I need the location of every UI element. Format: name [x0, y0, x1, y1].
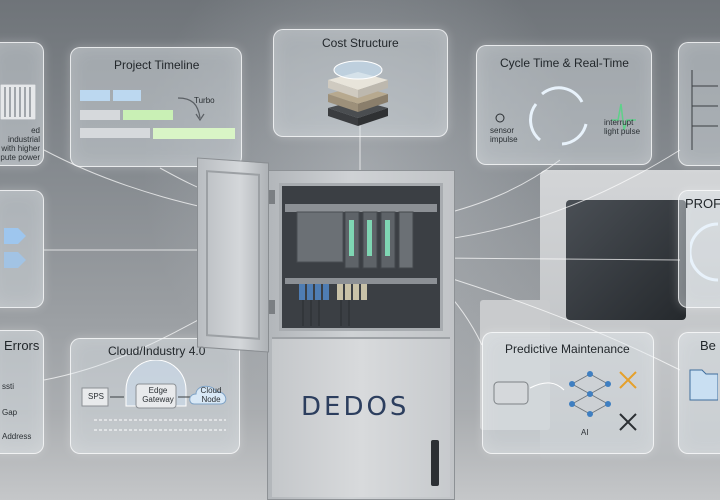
edge-line-1: Edge	[148, 386, 168, 395]
panel-errors	[0, 330, 44, 454]
predictive-maintenance-title: Predictive Maintenance	[505, 342, 630, 356]
errors-label-b: Gap	[2, 408, 18, 417]
turbo-label: Turbo	[194, 96, 215, 105]
cabinet-brand: DEDOS	[301, 392, 410, 422]
ai-label: AI	[581, 428, 589, 437]
interrupt-label-line-1: interrupt	[604, 118, 634, 127]
panel-ladder	[678, 42, 720, 166]
panel-profinet	[678, 190, 720, 308]
interrupt-label: interrupt light pulse	[604, 118, 640, 136]
compute-line-3: pute power	[0, 153, 40, 162]
sensor-label-line-1: sensor	[490, 126, 515, 135]
gantt-bars	[80, 90, 235, 139]
plc-hardware	[285, 204, 437, 326]
flow-arrows-icon	[4, 228, 26, 268]
cycle-diagram	[495, 86, 636, 146]
compute-text: ed industrial with higher pute power	[0, 126, 40, 162]
panel-flow	[0, 190, 44, 308]
cloud-node-line-1: Cloud	[200, 386, 222, 395]
machine-base	[480, 300, 550, 430]
cloud-title: Cloud/Industry 4.0	[108, 344, 206, 358]
sps-label: SPS	[88, 392, 105, 401]
sensor-label-line-2: impulse	[490, 135, 518, 144]
best-title: Be	[700, 338, 716, 353]
cloud-architecture-diagram	[81, 360, 227, 431]
errors-label-c: Address	[2, 432, 32, 441]
sensor-impulse-label: sensor impulse	[490, 126, 518, 144]
network-ring-icon	[690, 222, 719, 282]
compute-line-1: ed industrial	[7, 126, 40, 144]
edge-line-2: Gateway	[142, 395, 174, 404]
folder-icon	[689, 369, 718, 401]
edge-gateway-label: Edge Gateway	[140, 386, 176, 404]
errors-label-a: ssti	[2, 382, 14, 391]
ladder-diagram-icon	[691, 70, 718, 150]
hinge-bottom	[269, 300, 275, 314]
cloud-node-line-2: Node	[201, 395, 221, 404]
server-rack-icon	[0, 84, 36, 120]
cabinet-door-frame	[206, 170, 260, 340]
interrupt-label-line-2: light pulse	[604, 127, 641, 136]
cabinet-lower-panel	[272, 337, 450, 497]
project-timeline-title: Project Timeline	[114, 58, 200, 72]
cycle-time-title: Cycle Time & Real-Time	[500, 56, 629, 70]
cloud-node-label: Cloud Node	[196, 386, 226, 404]
errors-title: Errors	[4, 338, 40, 353]
cabinet-handle	[431, 440, 439, 486]
layered-stack-icon	[328, 60, 388, 126]
hinge-top	[269, 190, 275, 204]
panel-project-timeline	[70, 47, 242, 167]
compute-line-2: with higher	[1, 144, 40, 153]
ai-network-diagram	[493, 371, 637, 431]
cost-structure-title: Cost Structure	[322, 36, 399, 50]
profinet-title: PROFI	[685, 196, 720, 211]
